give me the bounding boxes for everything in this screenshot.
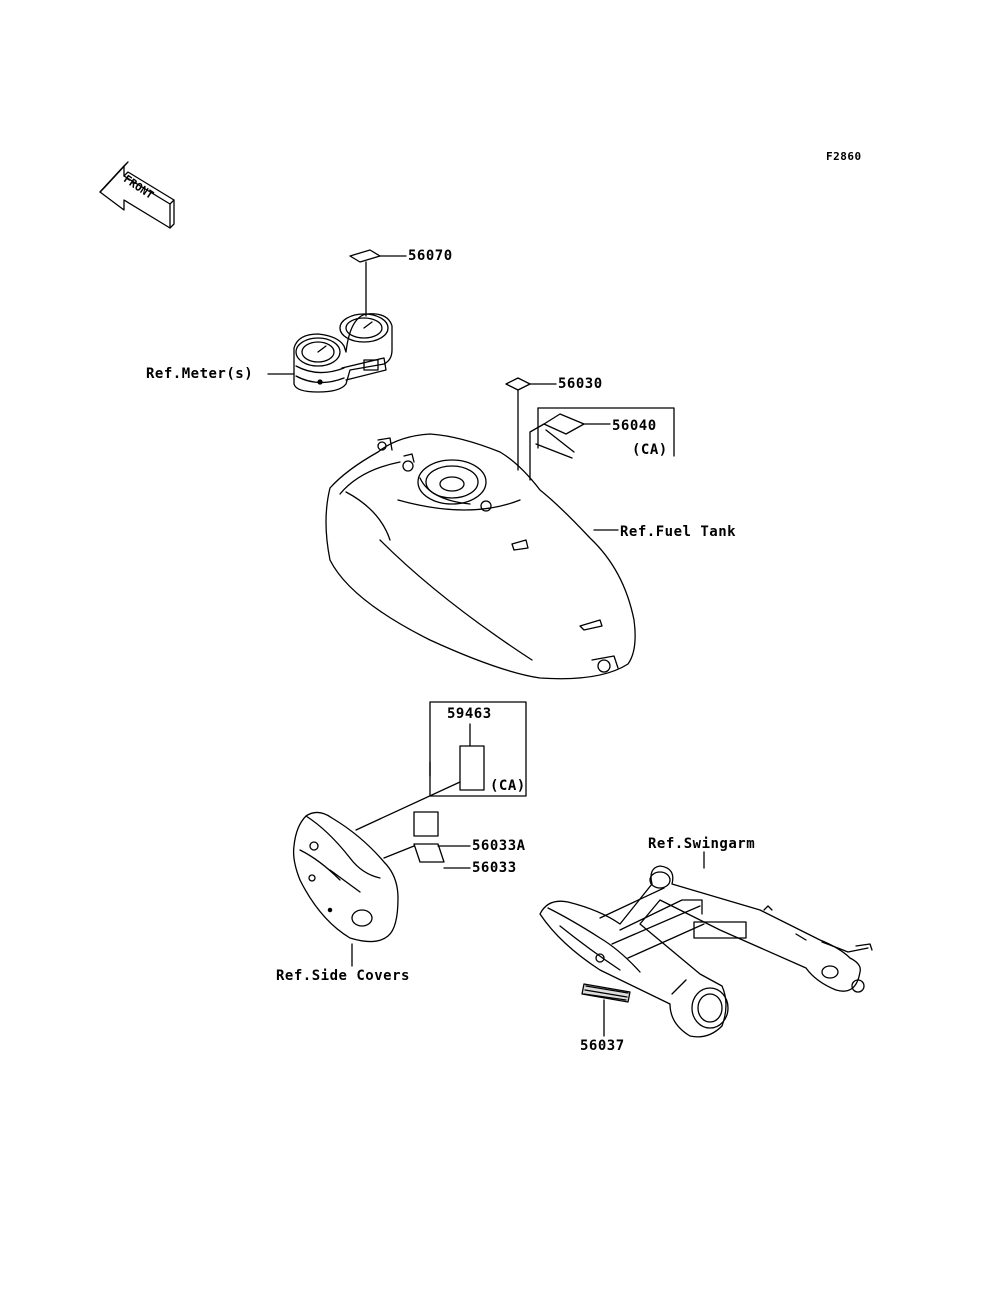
part-56033A-label: 56033A [472, 838, 526, 854]
side-cover [294, 812, 398, 941]
meter-assembly [294, 314, 392, 392]
ref-side-covers-label: Ref.Side Covers [276, 968, 410, 984]
part-56040-note: (CA) [632, 442, 668, 458]
figure-code: F2860 [826, 150, 862, 163]
part-59463-label: 59463 [447, 706, 492, 722]
swingarm [540, 866, 872, 1037]
front-direction-arrow-icon: FRONT [100, 162, 174, 228]
ref-swingarm-label: Ref.Swingarm [648, 836, 756, 852]
part-56070-label: 56070 [408, 248, 453, 264]
ref-meter-label: Ref.Meter(s) [146, 366, 254, 382]
part-56030-label: 56030 [558, 376, 603, 392]
ref-fuel-tank-label: Ref.Fuel Tank [620, 524, 737, 540]
part-56033-label: 56033 [472, 860, 517, 876]
fuel-tank [326, 434, 635, 679]
part-59463-note: (CA) [490, 778, 526, 794]
part-56037-label: 56037 [580, 1038, 625, 1054]
part-56040-label: 56040 [612, 418, 657, 434]
